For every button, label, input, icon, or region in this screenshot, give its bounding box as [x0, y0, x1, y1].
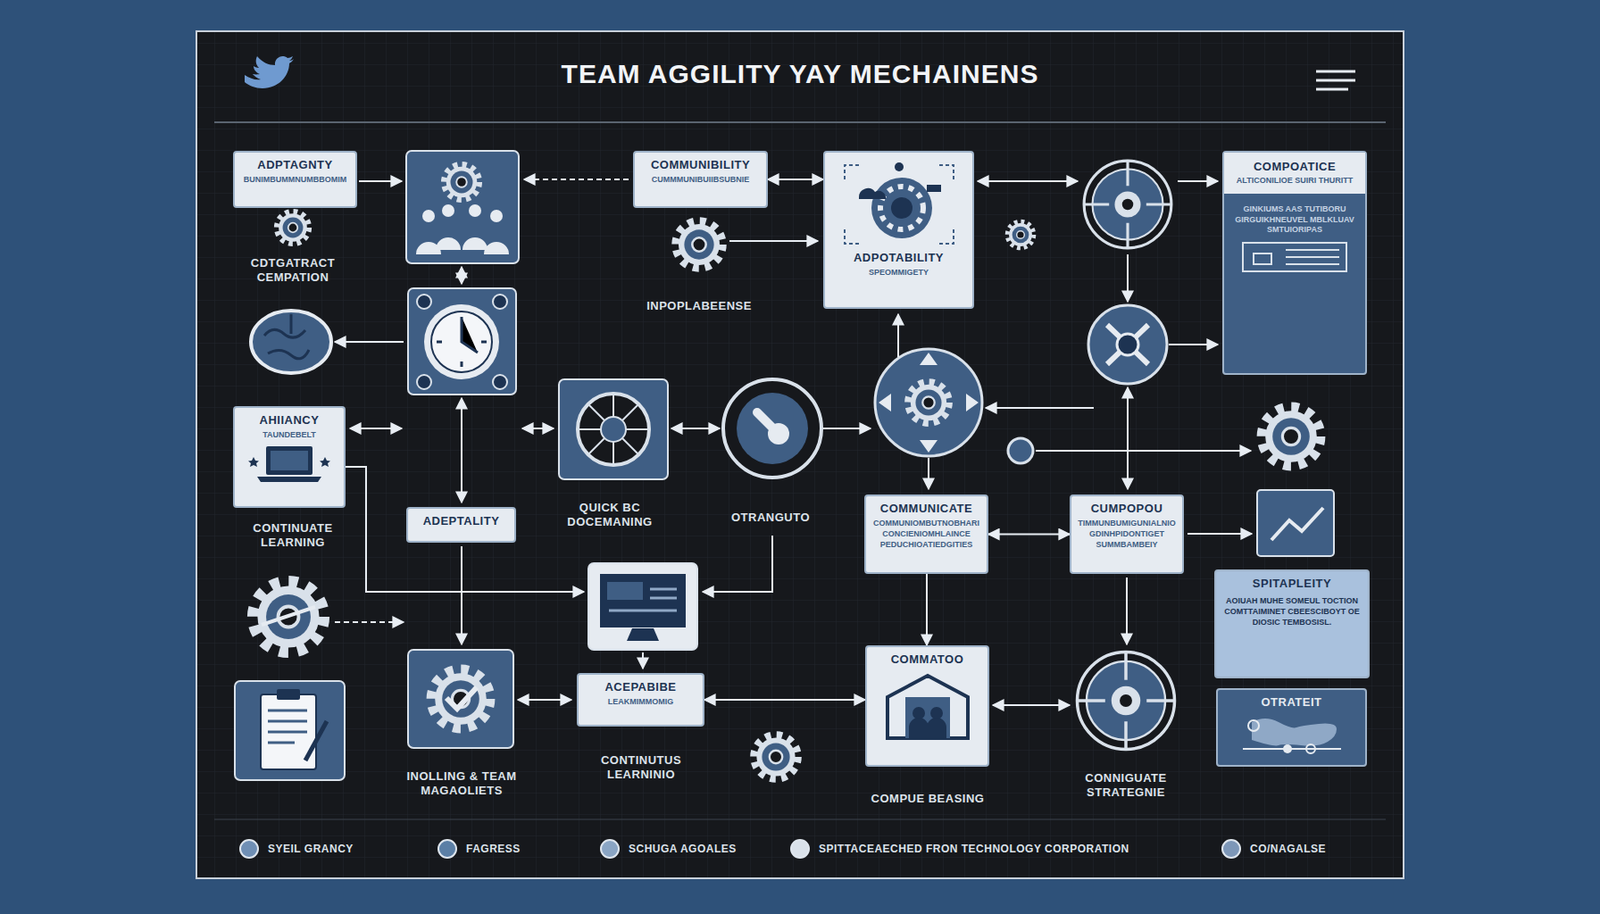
process-box: COMMUNICATECOMMUNIOMBUTNOBHARI CONCIENIO… — [864, 494, 989, 575]
process-box: ADPTAGNTY BUNIMBUMMNUMBBOMIM — [233, 150, 358, 209]
connector-arrow — [704, 699, 866, 701]
process-box: AHIIANCY TAUNDEBELT — [233, 406, 346, 509]
legend-text: FAGRESS — [466, 842, 521, 856]
legend-swatch — [239, 839, 259, 859]
box-text: AOIUAH MUHE SOMEUL TOCTION COMTTAIMINET … — [1223, 596, 1361, 628]
legend-swatch — [790, 839, 810, 859]
box-heading: CUMPOPOU — [1091, 501, 1164, 517]
process-box: SPITAPLEITY AOIUAH MUHE SOMEUL TOCTION CO… — [1214, 569, 1370, 679]
box-icon-drawing — [878, 670, 977, 742]
caption-label: QUICK BC DOCEMANING — [542, 500, 677, 531]
box-heading: ACEPABIBE — [604, 680, 676, 695]
connector-arrow — [925, 574, 928, 646]
box-heading: COMMATOO — [891, 652, 965, 667]
caption-label: INPOPLABEENSE — [627, 299, 771, 314]
box-heading: COMPOATICE — [1224, 152, 1366, 176]
box-icon — [841, 161, 958, 248]
box-text: TAUNDEBELT — [262, 430, 317, 442]
legend-swatch — [437, 839, 458, 859]
caption-label: CONTINUTUS LEARNINIO — [569, 753, 713, 784]
box-icon-drawing — [1233, 713, 1350, 757]
process-box: CUMPOPOUTIMMUNBUMIGUNIALNIO GDINHPIDONTI… — [1069, 494, 1184, 575]
caption-label: OTRANGUTO — [716, 510, 825, 525]
process-box: COMMATOO — [865, 645, 990, 767]
caption-label: INOLLING & TEAM MAGAOLIETS — [390, 769, 534, 800]
box-text: TIMMUNBUMIGUNIALNIO GDINHPIDONTIGET SUMM… — [1077, 518, 1176, 550]
box-text: BUNIMBUMMNUMBBOMIM — [243, 175, 347, 186]
process-box: ADEPTALITY — [406, 507, 517, 543]
connector-arrow — [988, 533, 1070, 536]
box-text: GINKIUMS AAS TUTIBORU GIRGUIKHNEUVEL MBL… — [1231, 204, 1359, 236]
legend-item: CO/NAGALSE — [1221, 839, 1326, 859]
box-heading: COMMUNICATE — [880, 501, 973, 517]
box-text: ALTICONILIOE SUIRI THURITT — [1224, 175, 1366, 194]
connector-arrow — [767, 178, 824, 181]
legend-item: SCHUGA AGOALES — [600, 839, 737, 859]
legend-swatch — [1221, 839, 1242, 859]
legend-text: SPITTACEAECHED FRON TECHNOLOGY CORPORATI… — [818, 842, 1130, 856]
box-heading: ADPOTABILITY — [853, 250, 944, 266]
box-icon — [1241, 239, 1349, 275]
legend-text: SYEIL GRANCY — [267, 842, 354, 856]
legend-swatch — [600, 839, 620, 859]
caption-label: CDTGATRACT CEMPATION — [225, 256, 360, 286]
box-text: SPEOMMIGETY — [868, 267, 929, 279]
process-box: ACEPABIBE LEAKMIMMOMIG — [576, 673, 705, 727]
diagram-title: TEAM AGGILITY YAY MECHAINENS — [195, 58, 1405, 90]
box-icon — [878, 670, 977, 742]
process-box: ADPOTABILITYSPEOMMIGETY — [823, 150, 975, 309]
legend-text: CO/NAGALSE — [1250, 842, 1326, 856]
box-text: CUMMMUNIBUIIBSUBNIE — [651, 175, 750, 186]
box-icon — [246, 444, 333, 484]
box-heading: COMMUNIBILITY — [650, 158, 750, 173]
legend-text: SCHUGA AGOALES — [628, 842, 737, 856]
process-box: COMPOATICEALTICONILIOE SUIRI THURITT GINK… — [1222, 150, 1367, 375]
box-icon-drawing — [1241, 239, 1349, 275]
legend-item: SPITTACEAECHED FRON TECHNOLOGY CORPORATI… — [790, 839, 1130, 859]
box-icon — [1233, 713, 1350, 757]
box-heading: ADPTAGNTY — [257, 158, 333, 173]
box-text: LEAKMIMMOMIG — [608, 697, 675, 709]
box-heading: AHIIANCY — [259, 413, 320, 428]
box-heading: SPITAPLEITY — [1252, 576, 1332, 592]
legend-item: FAGRESS — [437, 839, 521, 859]
box-heading: OTRATEIT — [1260, 695, 1322, 710]
box-text: COMMUNIOMBUTNOBHARI CONCIENIOMHLAINCE PE… — [873, 518, 980, 550]
caption-label: CONTINUATE LEARNING — [230, 521, 356, 551]
box-icon-drawing — [841, 161, 958, 248]
box-heading: ADEPTALITY — [423, 514, 500, 529]
process-box: COMMUNIBILITY CUMMMUNIBUIIBSUBNIE — [633, 150, 768, 209]
caption-label: COMPUE BEASING — [851, 791, 1004, 807]
process-box: OTRATEIT — [1216, 688, 1367, 767]
legend-item: SYEIL GRANCY — [239, 839, 354, 859]
box-icon-drawing — [246, 444, 333, 484]
caption-label: CONNIGUATE STRATEGNIE — [1054, 771, 1198, 801]
